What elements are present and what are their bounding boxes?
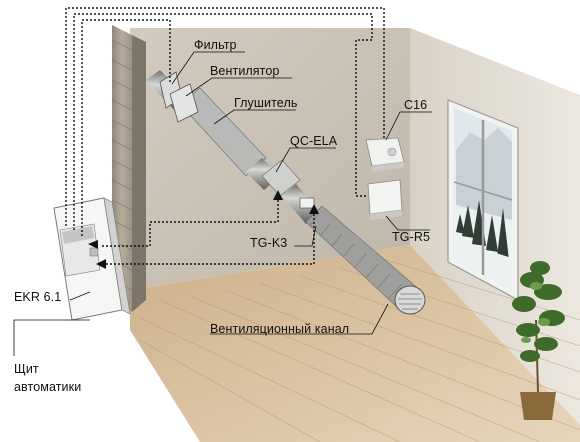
label-tg-k3: TG-K3 bbox=[250, 236, 288, 250]
label-fan: Вентилятор bbox=[210, 64, 280, 78]
floor bbox=[130, 245, 580, 442]
floor-planks bbox=[139, 257, 580, 442]
label-tg-r5: TG-R5 bbox=[392, 230, 430, 244]
fan-unit bbox=[169, 83, 199, 123]
leader-lines bbox=[13, 51, 432, 356]
window bbox=[447, 99, 519, 302]
label-ekr: EKR 6.1 bbox=[14, 290, 62, 304]
label-qc-ela: QC-ELA bbox=[290, 134, 338, 148]
automation-panel bbox=[53, 197, 131, 321]
label-panel-line2: автоматики bbox=[14, 380, 82, 394]
label-filter: Фильтр bbox=[194, 38, 237, 52]
cable-arrows bbox=[88, 190, 319, 269]
tg-k3-sensor bbox=[299, 197, 315, 209]
tg-r5-device bbox=[367, 179, 403, 220]
label-c16: C16 bbox=[404, 98, 428, 112]
label-silencer: Глушитель bbox=[234, 96, 298, 110]
c16-device bbox=[365, 137, 405, 172]
control-cables bbox=[65, 7, 385, 265]
label-duct: Вентиляционный канал bbox=[210, 322, 350, 336]
label-panel-line1: Щит bbox=[14, 362, 39, 376]
plant bbox=[512, 261, 565, 420]
